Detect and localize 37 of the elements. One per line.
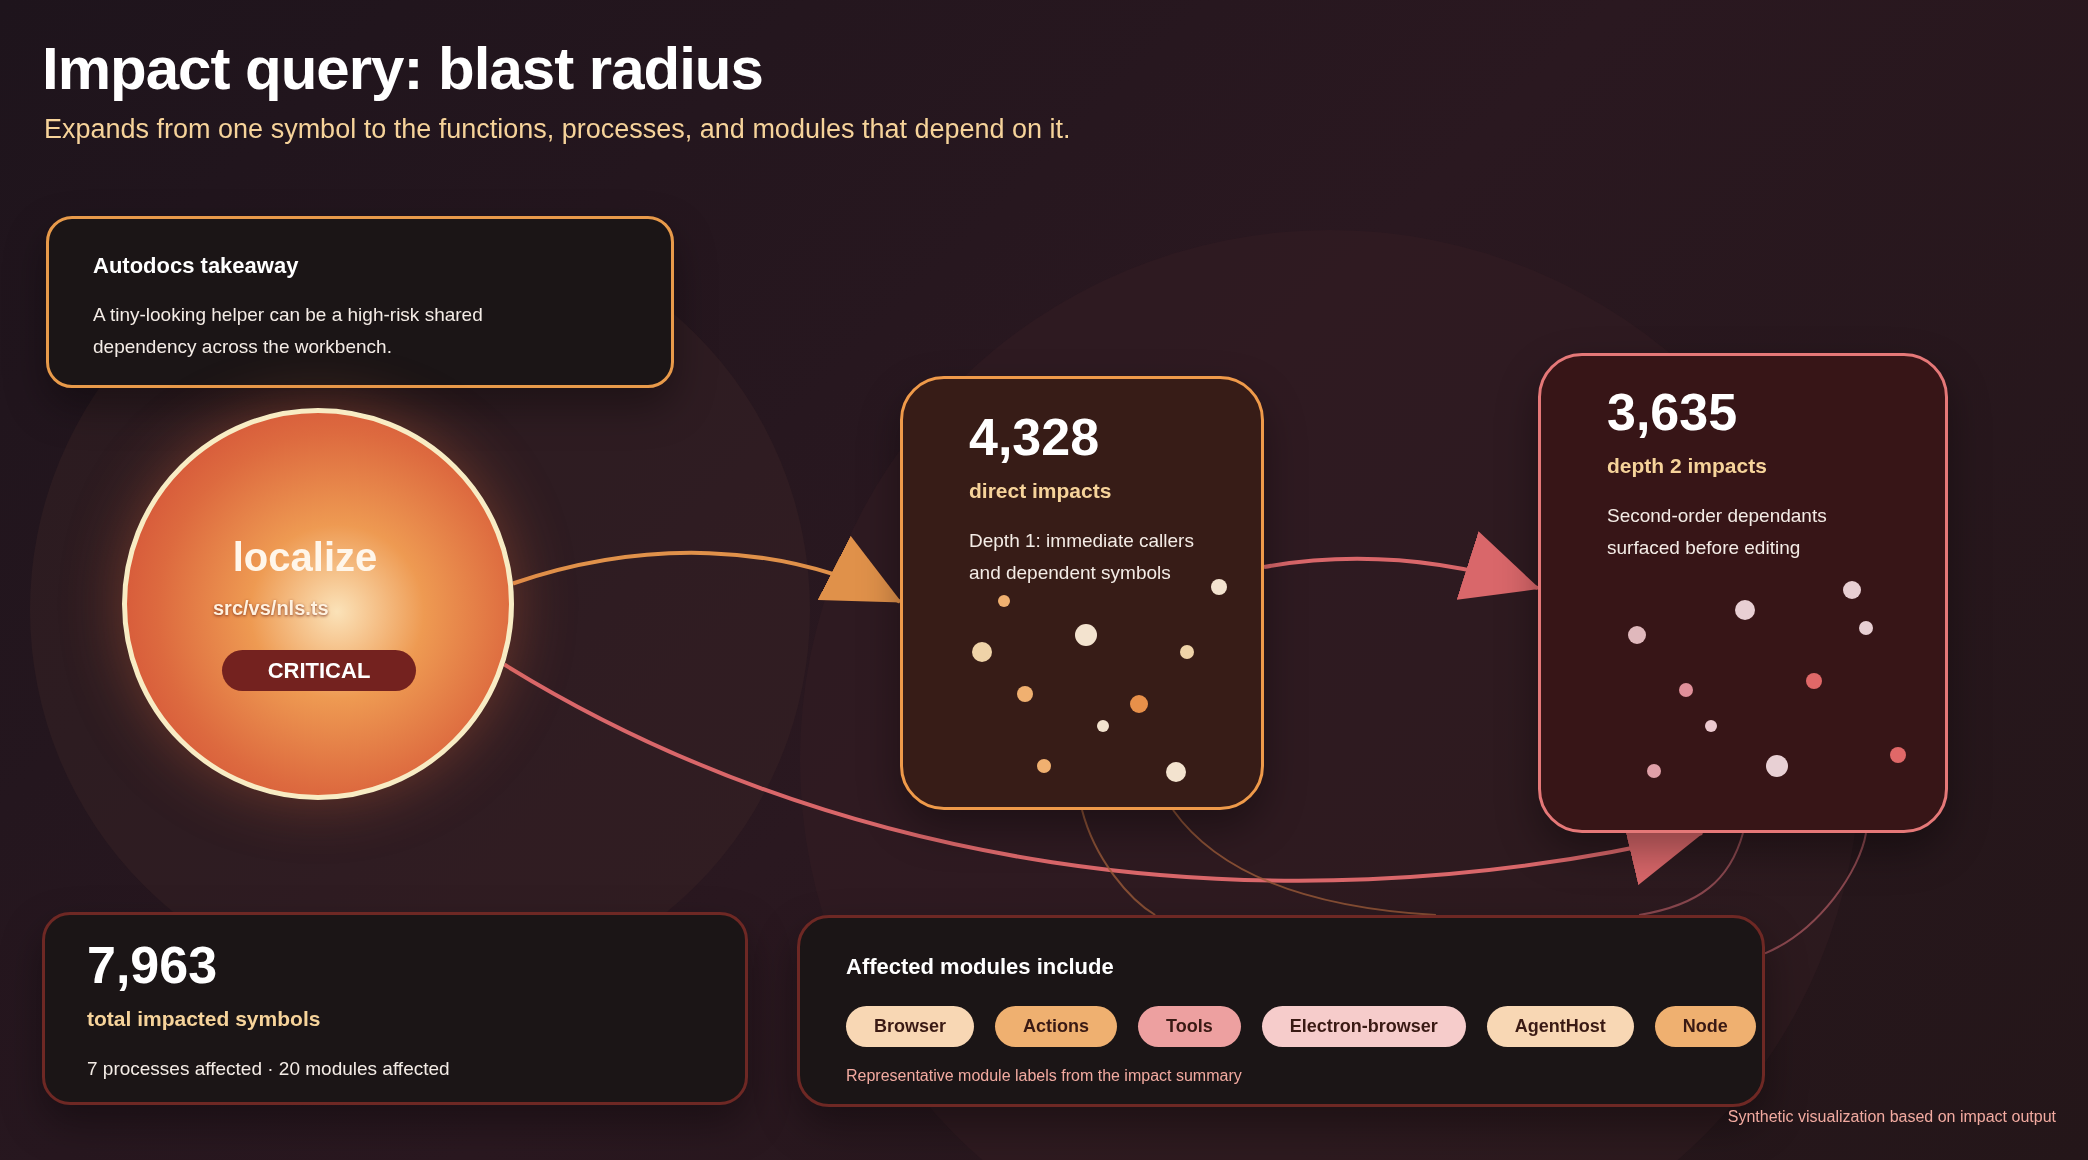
metric-label: depth 2 impacts [1607,454,1768,478]
symbol-name: localize [231,535,379,580]
takeaway-card [46,216,674,388]
summary-card [42,912,748,1105]
arrow [512,537,902,604]
description-text: Second-order dependants surfaced before editing [1607,504,1828,560]
arrow [503,662,1704,884]
footnote: Representative module labels from the impact summary [846,1067,1243,1085]
card-body: A tiny-looking helper can be a high-risk shared dependency across the workbench. [93,303,484,359]
module-tag: Browser [846,1006,975,1047]
module-tag: Node [1654,1006,1756,1047]
connector-line [1764,832,1867,955]
module-tag: Electron-browser [1261,1006,1466,1047]
connector-line [1172,809,1437,916]
metric-value: 7,963 [87,939,219,991]
metric-label: direct impacts [969,479,1113,503]
metric-label: total impacted symbols [87,1007,322,1031]
module-tag: AgentHost [1486,1006,1634,1047]
description-text: 7 processes affected · 20 modules affected [87,1057,451,1081]
modules-card [797,915,1765,1107]
card-heading: Affected modules include [846,954,1115,980]
description-text: Depth 1: immediate callers and dependent symbols [969,529,1195,585]
arrow [1263,532,1540,602]
severity-badge: CRITICAL [222,650,416,691]
module-tag: Actions [995,1006,1118,1047]
connector-line [1081,809,1157,916]
impact-card [900,376,1264,810]
card-heading: Autodocs takeaway [93,253,300,279]
connector-line [1638,832,1744,916]
subtitle: Expands from one symbol to the functions, processes, and modules that depend on it. [44,114,1071,145]
module-tag: Tools [1138,1006,1241,1047]
metric-value: 4,328 [969,411,1101,463]
file-path: src/vs/nls.ts [213,597,329,620]
source-note: Synthetic visualization based on impact output [1727,1108,2056,1126]
metric-value: 3,635 [1607,386,1739,438]
impact-card [1538,353,1948,833]
title: Impact query: blast radius [42,34,763,103]
